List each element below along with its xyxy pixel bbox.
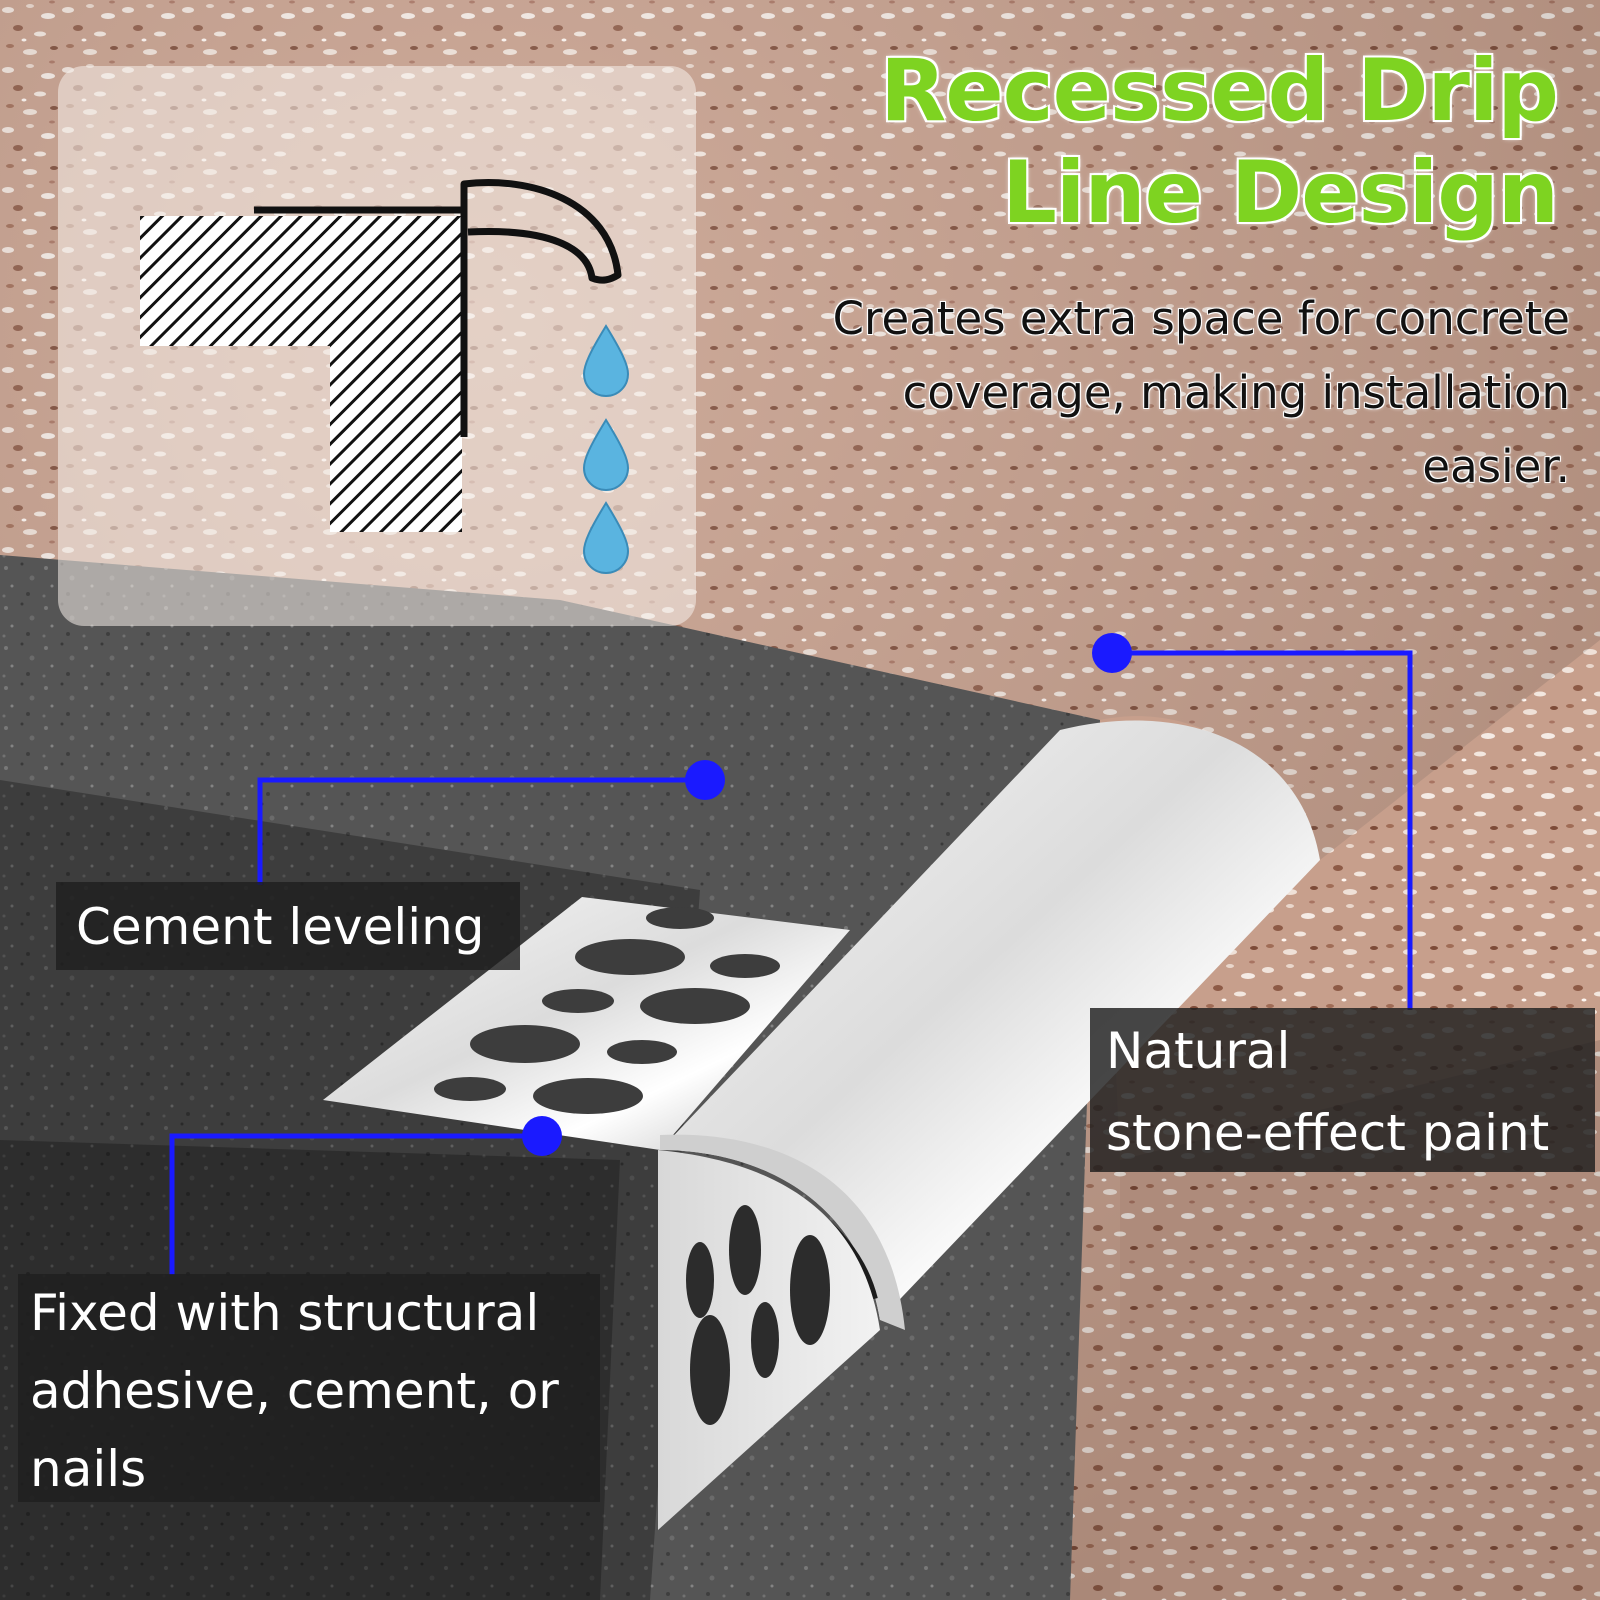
water-drop-icon bbox=[582, 418, 630, 491]
subheadline: Creates extra space for concrete coverag… bbox=[832, 292, 1570, 493]
callout-natural-paint-line2: stone-effect paint bbox=[1106, 1104, 1550, 1162]
leg-holes bbox=[686, 1205, 830, 1425]
callout-dots bbox=[522, 633, 1132, 1156]
callout-cement-leveling: Cement leveling bbox=[56, 882, 520, 970]
water-drop-icons bbox=[582, 324, 630, 574]
callout-fixing-line2: adhesive, cement, or bbox=[30, 1362, 559, 1420]
callout-fixing-line1: Fixed with structural bbox=[30, 1284, 540, 1342]
headline: Recessed Drip Line Design bbox=[880, 41, 1559, 243]
callout-fixing-method: Fixed with structural adhesive, cement, … bbox=[18, 1274, 600, 1502]
water-drop-icon bbox=[582, 501, 630, 574]
drip-edge-profile bbox=[660, 720, 1320, 1320]
callout-fixing-line3: nails bbox=[30, 1440, 147, 1498]
flange-holes bbox=[434, 907, 780, 1114]
callout-natural-paint-line1: Natural bbox=[1106, 1022, 1291, 1080]
callout-natural-paint: Natural stone-effect paint bbox=[1090, 1008, 1595, 1172]
leader-lines bbox=[169, 650, 1413, 1275]
water-drop-icon bbox=[582, 324, 630, 397]
callout-cement-leveling-text: Cement leveling bbox=[76, 898, 485, 956]
drip-line-diagram bbox=[140, 179, 622, 532]
